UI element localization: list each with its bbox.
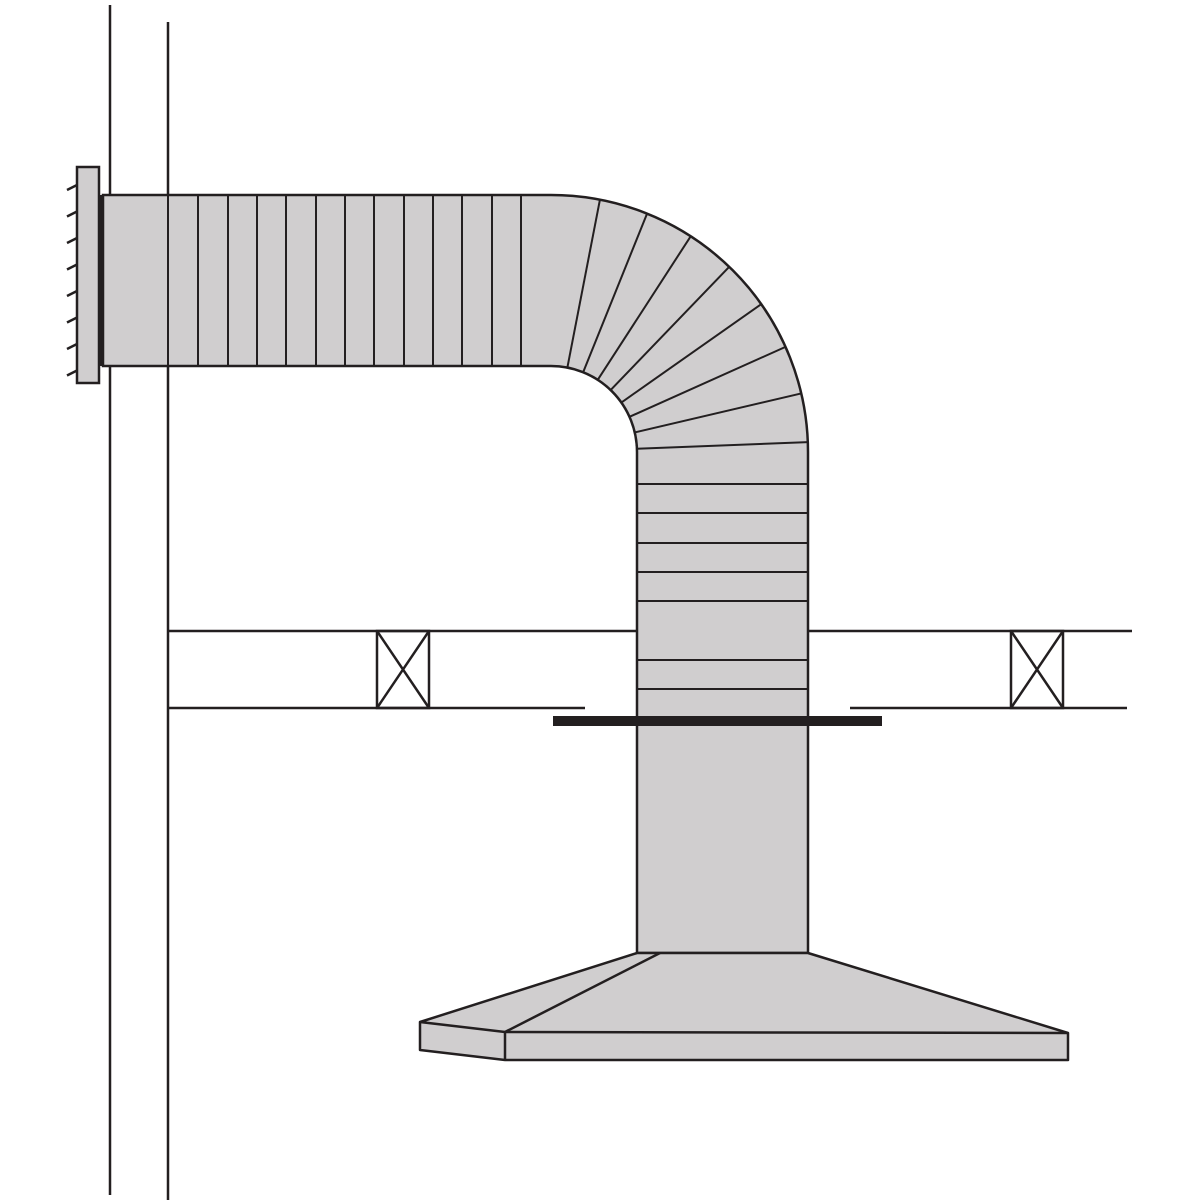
hood-canopy-edge <box>504 951 661 1034</box>
elbow-rib <box>634 392 802 434</box>
range-hood <box>418 951 1070 1062</box>
ceiling-trim-plate <box>553 716 882 726</box>
wall-cap-louver <box>66 183 78 192</box>
duct-run <box>101 193 882 955</box>
wall-cap-louver <box>66 289 78 298</box>
elbow-rib <box>582 213 648 373</box>
wall-cap-louver <box>66 369 78 377</box>
elbow-rib <box>596 235 692 381</box>
wall-cap-louver <box>66 263 78 271</box>
ceiling-joists <box>168 629 1132 710</box>
joist <box>1009 629 1065 710</box>
elbow-rib <box>609 266 730 391</box>
joist-cross <box>1009 630 1065 709</box>
wall-cap-louver <box>66 236 78 245</box>
joist <box>375 629 431 710</box>
elbow-rib <box>620 303 762 404</box>
wall-cap-louver <box>66 342 78 351</box>
wall <box>66 5 170 1200</box>
duct-body <box>101 193 810 955</box>
elbow-rib <box>636 441 808 450</box>
hood-body <box>418 951 1070 1062</box>
joist-cross <box>375 630 431 709</box>
wall-cap-louver <box>66 316 78 324</box>
wall-cap-louver <box>66 210 78 218</box>
elbow-rib <box>629 345 786 418</box>
wall-cap <box>75 165 101 385</box>
elbow-rib <box>566 199 601 368</box>
